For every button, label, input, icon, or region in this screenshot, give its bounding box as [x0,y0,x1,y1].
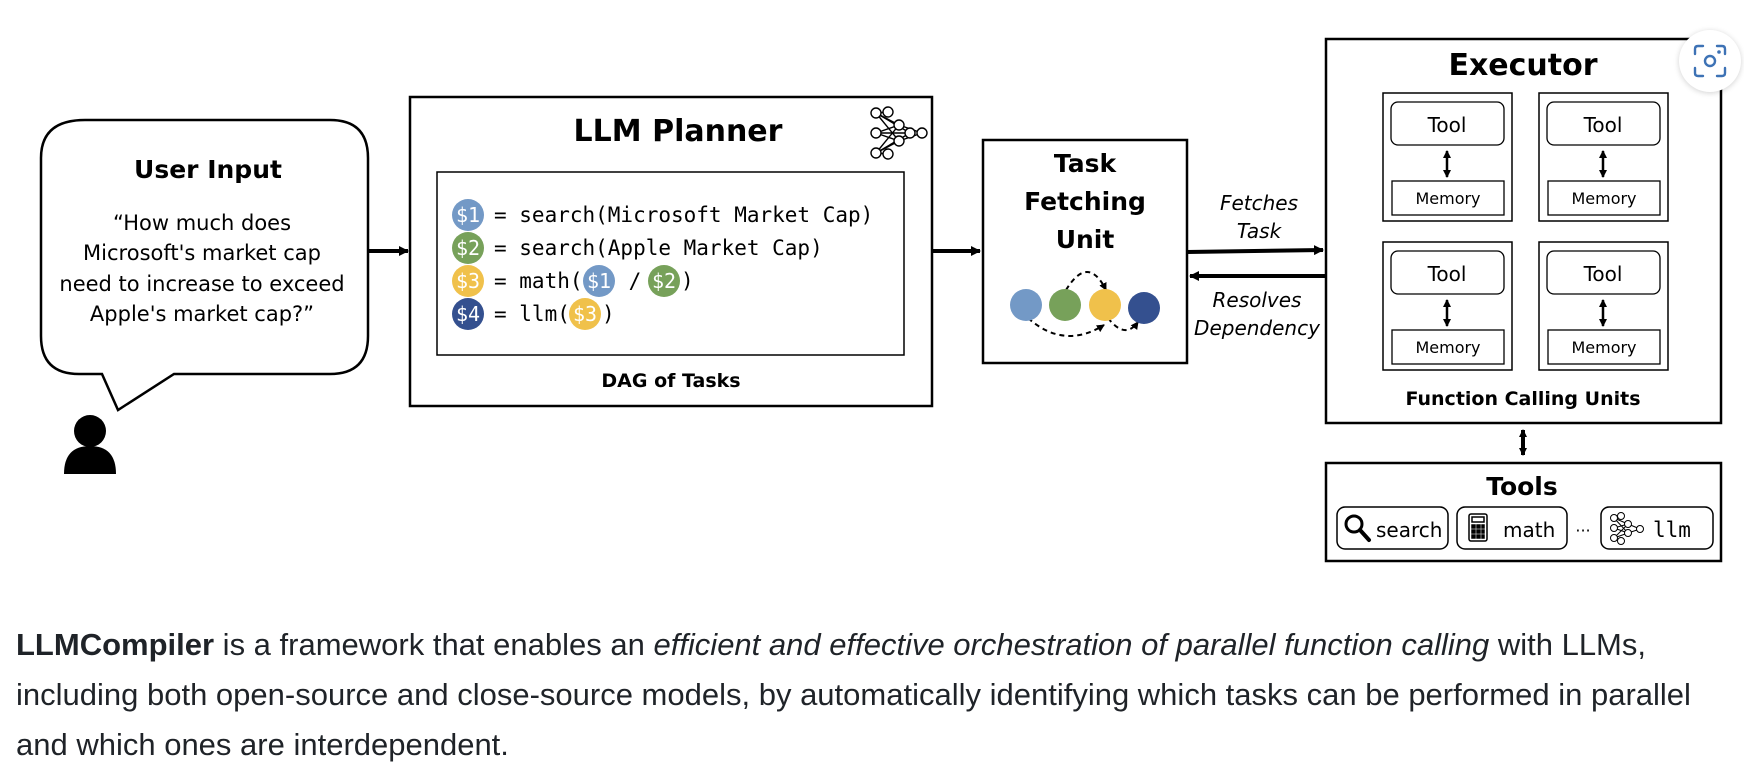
task-fetching-title: Fetching [1024,187,1146,216]
neural-network-icon [1610,512,1644,545]
task-var-badge [452,265,484,297]
executor-title: Executor [1448,48,1597,83]
memory-slot [1547,329,1661,365]
task-fetching-title: Task [1054,149,1118,178]
visual-search-icon [1693,44,1727,78]
user-icon [64,415,116,474]
user-input-bubble: User Input “How much does Microsoft's ma… [39,118,370,412]
user-input-quote-line: need to increase to exceed [59,272,344,296]
tools-title: Tools [1486,472,1558,501]
task-node [1049,289,1081,321]
task-fetching-unit-box: Task Fetching Unit [981,138,1189,365]
task-var-label: $3 [456,269,480,293]
task-ref-badge [583,265,615,297]
tool-slot-label: Tool [1583,262,1623,286]
dependency-arrow [1027,317,1105,337]
user-input-title: User Input [134,155,282,184]
task-row: $1 = search(Microsoft Market Cap) [452,199,873,231]
tool-slot-label: Tool [1427,113,1467,137]
caption-text: is a framework that enables an [214,627,654,662]
task-expression-end: ) [602,302,615,326]
resolves-dependency-label: Dependency [1194,316,1321,340]
memory-slot [1547,180,1661,216]
tool-slot-label: Tool [1583,113,1623,137]
memory-slot [1391,180,1505,216]
task-node [1128,292,1160,324]
task-var-label: $2 [456,236,480,260]
neural-network-icon [870,106,928,160]
tool-slot [1390,250,1505,295]
magnifier-icon [1344,514,1371,542]
task-ref-label: $3 [573,302,597,326]
task-var-badge [452,232,484,264]
memory-slot-label: Memory [1415,338,1480,357]
tool-slot [1390,101,1505,146]
calculator-icon [1468,513,1488,542]
memory-slot [1391,329,1505,365]
tool-slot-label: Tool [1427,262,1467,286]
tool-slot [1546,101,1661,146]
task-fetching-title: Unit [1056,225,1115,254]
fetches-task-label: Fetches [1220,191,1298,215]
tool-llm-label: llm [1653,518,1691,542]
task-var-label: $1 [456,203,480,227]
arrow-fetches-task [1186,245,1324,256]
tool-math-label: math [1503,518,1555,542]
task-node [1089,289,1121,321]
user-input-quote-line: Microsoft's market cap [83,241,321,265]
task-expression: = search(Microsoft Market Cap) [494,203,873,227]
task-expression: = math( [494,269,583,293]
dag-box [436,171,905,356]
executor-box: Executor Function Calling Units ToolMemo… [1324,37,1723,425]
task-ref-badge [648,265,680,297]
task-row: $4 = llm( $3 ) [452,298,615,330]
dependency-arrow [1065,271,1107,291]
caption-italic: efficient and effective orchestration of… [653,627,1490,662]
caption-bold: LLMCompiler [16,627,215,662]
llm-planner-title: LLM Planner [574,114,783,149]
task-var-badge [452,298,484,330]
diagram-caption: LLMCompiler is a framework that enables … [16,620,1726,770]
tool-slot [1546,250,1661,295]
task-ref-label: $1 [587,269,611,293]
tools-box: Tools search math ··· [1324,461,1723,563]
resolves-dependency-label: Resolves [1213,288,1302,312]
task-expression: = search(Apple Market Cap) [494,236,823,260]
memory-slot-label: Memory [1571,189,1636,208]
llm-planner-box: LLM Planner DAG of Tasks $1 = search(Mic… [408,95,934,408]
tool-search-label: search [1376,518,1442,542]
task-expression: = llm( [494,302,570,326]
task-row: $2 = search(Apple Market Cap) [452,232,823,264]
function-calling-units-label: Function Calling Units [1405,388,1640,410]
task-expression-separator: / [616,269,654,293]
fetches-task-label: Task [1237,219,1283,243]
tool-math: math [1456,506,1568,550]
memory-slot-label: Memory [1571,338,1636,357]
tool-search: search [1336,506,1449,550]
dag-of-tasks-label: DAG of Tasks [601,370,740,392]
task-ref-badge [569,298,601,330]
task-row: $3 = math( $1 / $2 ) [452,265,694,297]
llmcompiler-diagram: User Input “How much does Microsoft's ma… [39,37,1723,563]
visual-search-button[interactable] [1679,30,1741,92]
task-node [1010,289,1042,321]
task-ref-label: $2 [652,269,676,293]
task-expression-end: ) [681,269,694,293]
dependency-arrow [1107,317,1139,331]
user-input-quote-line: Apple's market cap?” [90,302,314,326]
tools-ellipsis: ··· [1575,521,1590,540]
caption-text: with LLMs, including both open-source an… [16,627,1691,762]
task-var-badge [452,199,484,231]
tool-llm: llm [1600,506,1714,550]
user-input-quote-line: “How much does [113,211,291,235]
task-var-label: $4 [456,302,480,326]
memory-slot-label: Memory [1415,189,1480,208]
